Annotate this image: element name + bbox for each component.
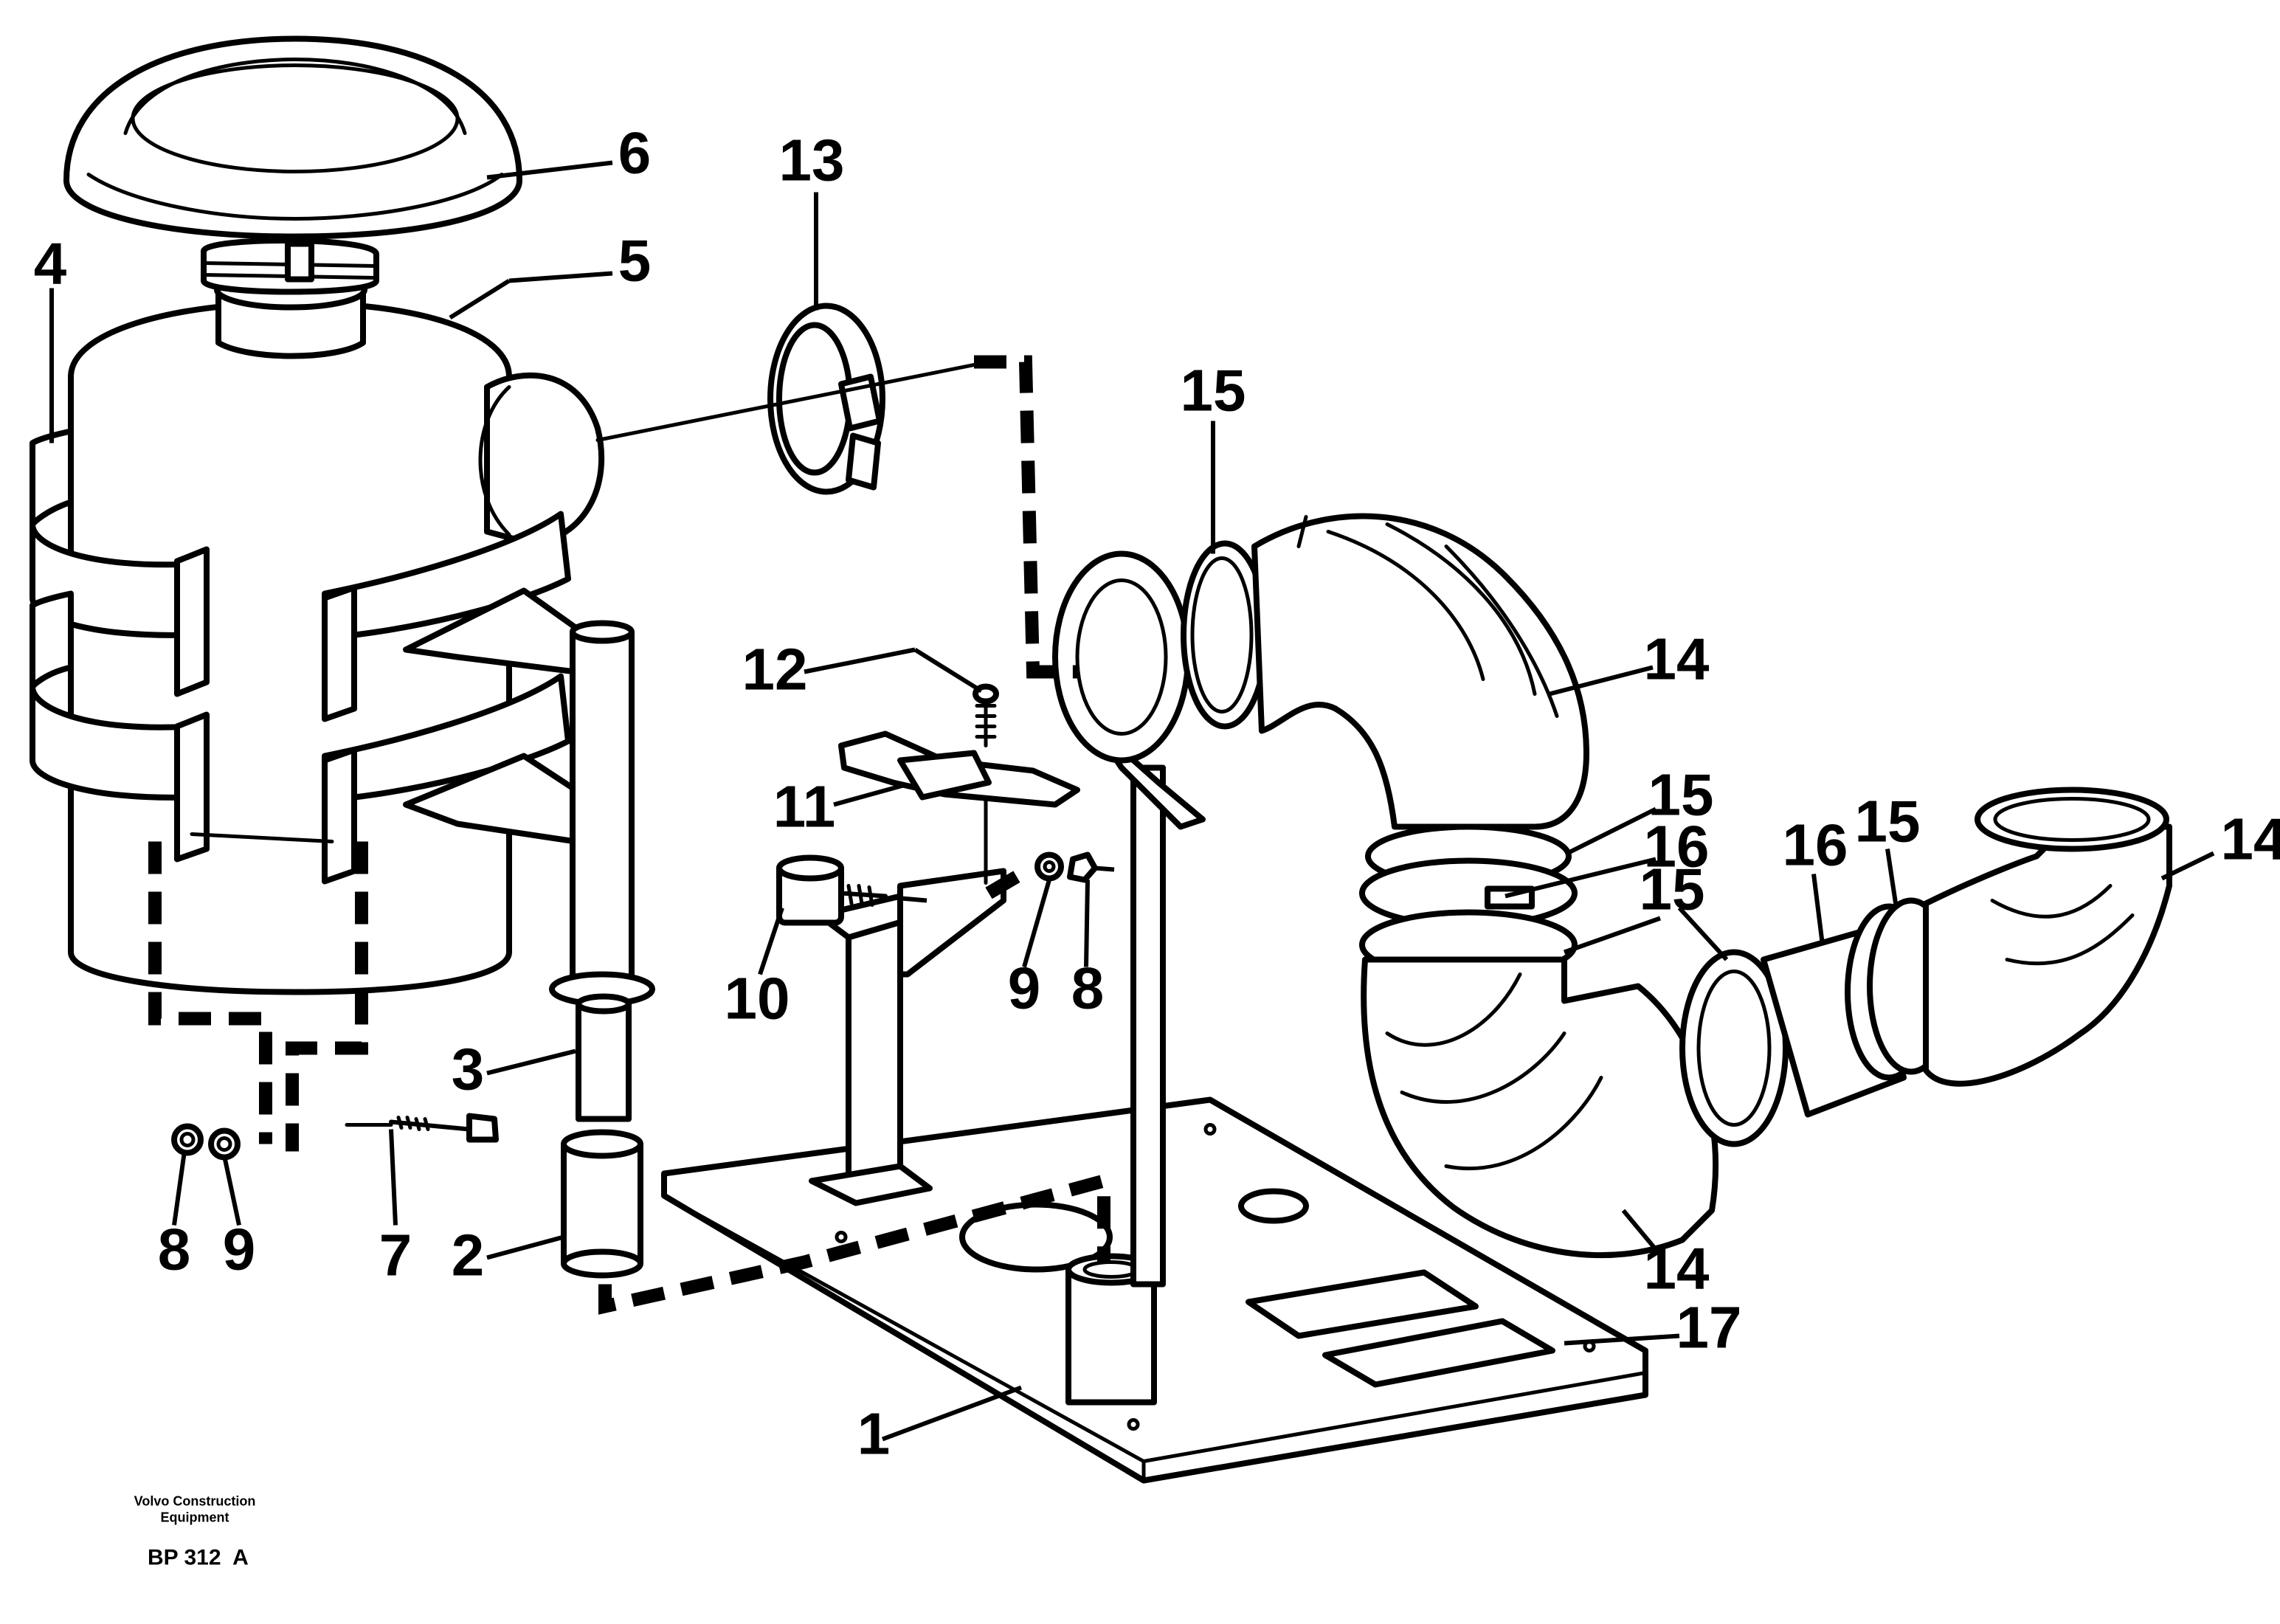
support-brackets (403, 587, 578, 845)
brand-line-2: Equipment (161, 1510, 229, 1525)
callout-1: 1 (857, 1401, 891, 1467)
callout-6: 6 (618, 120, 652, 186)
latch-stand (809, 868, 1006, 1206)
callout-5: 5 (618, 228, 652, 294)
right-hose-section (1679, 787, 2172, 1147)
precleaner-cap (63, 35, 522, 268)
callout-14-upper: 14 (1644, 626, 1710, 692)
callout-15-right: 15 (1855, 789, 1921, 854)
callout-14-right: 14 (2221, 806, 2280, 872)
assembly-center-lines (190, 360, 991, 1127)
callout-15-middle: 15 (1648, 762, 1714, 828)
callout-8-right: 8 (1071, 956, 1105, 1021)
screw (973, 683, 999, 747)
callout-15-lower: 15 (1640, 857, 1705, 922)
upper-elbow-hose (1052, 513, 1589, 830)
bushing (561, 1129, 643, 1279)
callout-2: 2 (452, 1223, 485, 1288)
mounting-straps (30, 428, 571, 885)
drawing-code: BP 312 A (148, 1546, 249, 1570)
latch (838, 730, 1080, 885)
callout-7: 7 (379, 1223, 412, 1288)
callout-9-left: 9 (223, 1217, 256, 1282)
leader-lines (49, 160, 2215, 1442)
callout-16-right: 16 (1783, 812, 1848, 878)
callout-17: 17 (1676, 1295, 1742, 1361)
callout-10: 10 (725, 966, 790, 1032)
callout-4: 4 (34, 231, 67, 297)
callout-labels: 1 2 3 4 5 6 7 8 9 10 11 12 13 9 8 15 14 … (34, 120, 2280, 1467)
callout-9-right: 9 (1008, 956, 1041, 1021)
band-clamp (767, 303, 885, 495)
bolt (389, 1113, 499, 1143)
support-post (549, 620, 655, 1122)
lower-elbow-hose (1361, 956, 1719, 1259)
callout-3: 3 (452, 1037, 485, 1102)
assembly-dashed-lines (148, 355, 1110, 1315)
callout-15-upper: 15 (1181, 358, 1246, 424)
title-block: Volvo Construction Equipment BP 312 A (134, 1494, 256, 1570)
callout-13: 13 (779, 128, 845, 193)
brand-line-1: Volvo Construction (134, 1494, 256, 1509)
callout-14-lower: 14 (1644, 1236, 1710, 1302)
callout-8-left: 8 (158, 1217, 191, 1282)
rubber-mount (776, 854, 927, 926)
callout-11: 11 (773, 774, 836, 840)
callout-12: 12 (742, 637, 808, 702)
nut-washer-right (1034, 851, 1115, 883)
callout-16-middle: 16 (1644, 814, 1710, 880)
